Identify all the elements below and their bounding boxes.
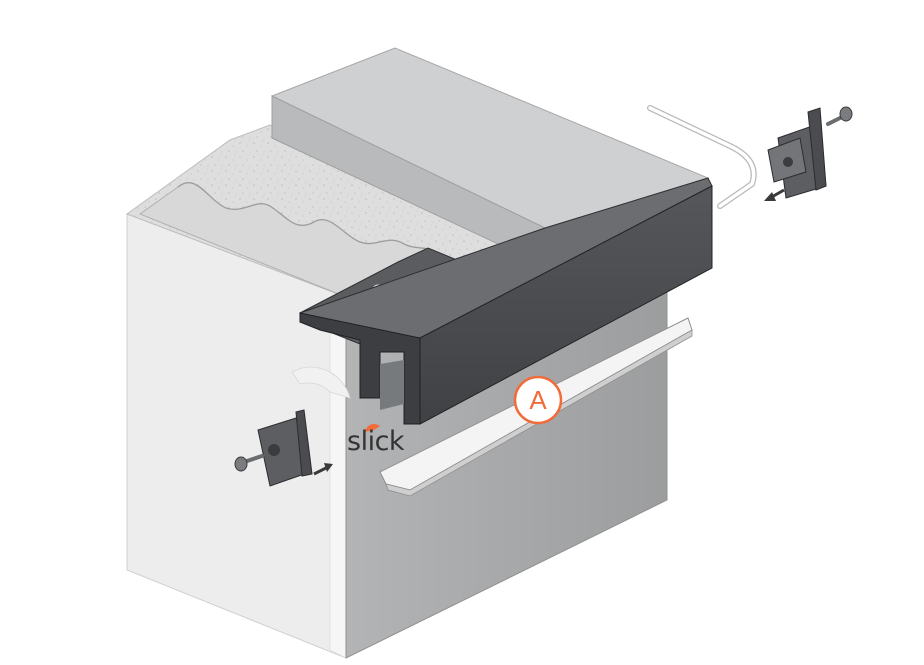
profile-channel	[380, 360, 404, 410]
tape-curl	[291, 366, 351, 399]
arrow-icon	[313, 463, 333, 476]
end-cap-icon	[767, 107, 827, 199]
arrow-icon	[764, 188, 785, 201]
slick-logo-icon: slick	[347, 424, 405, 457]
led-strip-underside	[385, 329, 693, 497]
callout-label: A	[529, 385, 547, 415]
cable-core	[648, 106, 756, 208]
callout-circle	[513, 375, 563, 425]
brand-name: slick	[347, 426, 405, 457]
screw-icon	[826, 106, 853, 126]
wall-corner-strip	[329, 317, 347, 659]
screw-icon	[234, 454, 264, 472]
end-cap-icon	[257, 409, 313, 487]
